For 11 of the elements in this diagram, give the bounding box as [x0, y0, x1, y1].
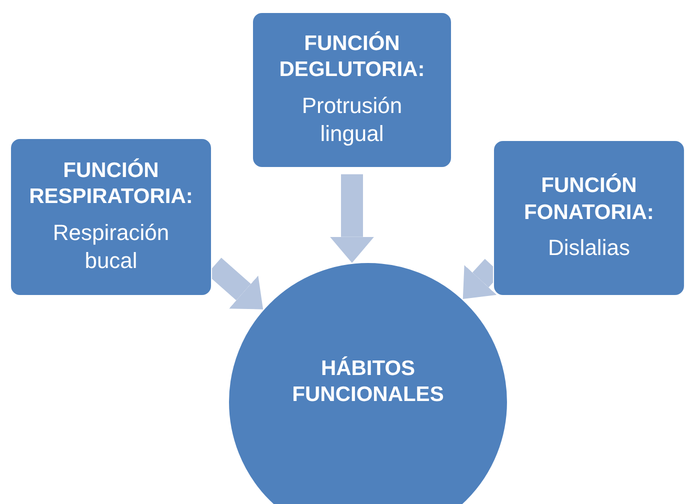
function-box [493, 140, 685, 296]
heading-text: FUNCIÓN FONATORIA: [523, 173, 655, 226]
heading-text: FUNCIÓN RESPIRATORIA: [28, 158, 194, 210]
function-box [252, 12, 452, 168]
heading-text: HÁBITOS FUNCIONALES [291, 356, 445, 408]
arrow [330, 174, 374, 263]
function-box [10, 138, 212, 296]
heading-text: FUNCIÓN DEGLUTORIA: [278, 31, 426, 84]
body-text: Dislalias [548, 234, 630, 262]
body-text: Protrusión lingual [300, 92, 404, 148]
body-text: Respiración bucal [52, 218, 170, 276]
